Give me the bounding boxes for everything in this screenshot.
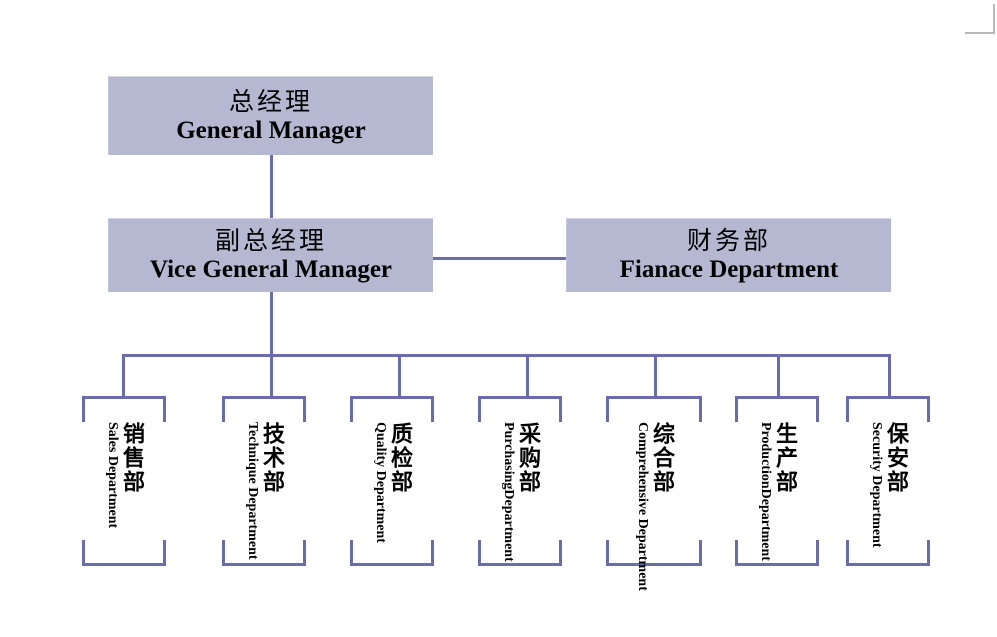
bracket-bottom-left	[735, 540, 738, 566]
connector-bus	[122, 354, 891, 357]
connector-drop-sales	[122, 354, 125, 398]
bracket-bottom-left	[222, 540, 225, 566]
dept-label-group: 销售部 Sales Department	[82, 396, 166, 566]
bracket-top-right	[816, 396, 819, 422]
dept-label-cn: 采购部	[516, 422, 541, 494]
bracket-top	[350, 396, 434, 399]
dept-label-cn: 保安部	[884, 422, 909, 494]
bracket-top-left	[478, 396, 481, 422]
dept-label-cn: 综合部	[650, 422, 675, 494]
node-quality-department[interactable]: 质检部 Quality Department	[350, 396, 434, 566]
bracket-top-right	[927, 396, 930, 422]
bracket-top	[735, 396, 819, 399]
node-sales-department[interactable]: 销售部 Sales Department	[82, 396, 166, 566]
connector-drop-technique	[270, 354, 273, 398]
bracket-top-left	[735, 396, 738, 422]
node-general-manager[interactable]: 总经理 General Manager	[108, 76, 433, 155]
dept-label-en: ProductionDepartment	[758, 422, 773, 561]
bracket-top	[478, 396, 562, 399]
bracket-bottom-left	[846, 540, 849, 566]
bracket-top-right	[163, 396, 166, 422]
bracket-top-left	[350, 396, 353, 422]
dept-label-group: 保安部 Security Department	[846, 396, 930, 566]
node-vice-general-manager-en: Vice General Manager	[149, 256, 393, 283]
connector-vgm-to-finance	[433, 257, 566, 260]
bracket-bottom-right	[927, 540, 930, 566]
bracket-top-left	[222, 396, 225, 422]
dept-label-en: Sales Department	[105, 422, 120, 529]
dept-label-group: 质检部 Quality Department	[350, 396, 434, 566]
bracket-top-left	[82, 396, 85, 422]
bracket-bottom	[846, 563, 930, 566]
node-production-department[interactable]: 生产部 ProductionDepartment	[735, 396, 819, 566]
bracket-bottom-right	[163, 540, 166, 566]
bracket-top-left	[846, 396, 849, 422]
bracket-bottom-right	[303, 540, 306, 566]
connector-drop-purchasing	[526, 354, 529, 398]
connector-gm-to-vgm	[270, 155, 273, 219]
node-security-department[interactable]: 保安部 Security Department	[846, 396, 930, 566]
bracket-top	[222, 396, 306, 399]
bracket-bottom-left	[82, 540, 85, 566]
bracket-bottom	[82, 563, 166, 566]
node-finance-department-en: Fianace Department	[619, 256, 839, 283]
dept-label-en: Security Department	[869, 422, 884, 548]
dept-label-en: Comprehensive Department	[635, 422, 650, 591]
bracket-bottom-right	[559, 540, 562, 566]
node-comprehensive-department[interactable]: 综合部 Comprehensive Department	[606, 396, 702, 591]
bracket-top-right	[431, 396, 434, 422]
bracket-top	[846, 396, 930, 399]
dept-label-en: Quality Department	[373, 422, 388, 543]
bracket-bottom-left	[478, 540, 481, 566]
bracket-bottom	[735, 563, 819, 566]
bracket-bottom-left	[350, 540, 353, 566]
bracket-top	[82, 396, 166, 399]
bracket-bottom	[222, 563, 306, 566]
connector-drop-comprehensive	[654, 354, 657, 398]
bracket-bottom-right	[816, 540, 819, 566]
bracket-bottom-right	[699, 540, 702, 566]
bracket-top-left	[606, 396, 609, 422]
dept-label-group: 综合部 Comprehensive Department	[606, 396, 702, 591]
node-finance-department[interactable]: 财务部 Fianace Department	[566, 218, 891, 292]
dept-label-cn: 销售部	[120, 422, 145, 494]
node-vice-general-manager[interactable]: 副总经理 Vice General Manager	[108, 218, 433, 292]
connector-drop-production	[777, 354, 780, 398]
dept-label-cn: 质检部	[388, 422, 413, 494]
dept-label-group: 采购部 PurchasingDepartment	[478, 396, 562, 566]
connector-drop-quality	[398, 354, 401, 398]
bracket-top-right	[303, 396, 306, 422]
dept-label-group: 技术部 Technique Department	[222, 396, 306, 566]
node-general-manager-cn: 总经理	[228, 88, 313, 116]
bracket-top-right	[699, 396, 702, 422]
bracket-top	[606, 396, 702, 399]
bracket-bottom	[350, 563, 434, 566]
node-vice-general-manager-cn: 副总经理	[214, 228, 327, 255]
connector-vgm-to-bus	[270, 292, 273, 356]
bracket-bottom-left	[606, 540, 609, 566]
node-finance-department-cn: 财务部	[686, 228, 771, 255]
dept-label-en: Technique Department	[245, 422, 260, 560]
connector-drop-security	[888, 354, 891, 398]
node-purchasing-department[interactable]: 采购部 PurchasingDepartment	[478, 396, 562, 566]
bracket-bottom	[606, 563, 702, 566]
page-corner-mark	[965, 4, 995, 34]
node-technique-department[interactable]: 技术部 Technique Department	[222, 396, 306, 566]
bracket-bottom-right	[431, 540, 434, 566]
dept-label-en: PurchasingDepartment	[501, 422, 516, 562]
bracket-top-right	[559, 396, 562, 422]
dept-label-group: 生产部 ProductionDepartment	[735, 396, 819, 566]
dept-label-cn: 技术部	[260, 422, 285, 494]
bracket-bottom	[478, 563, 562, 566]
dept-label-cn: 生产部	[773, 422, 798, 494]
node-general-manager-en: General Manager	[176, 116, 366, 144]
